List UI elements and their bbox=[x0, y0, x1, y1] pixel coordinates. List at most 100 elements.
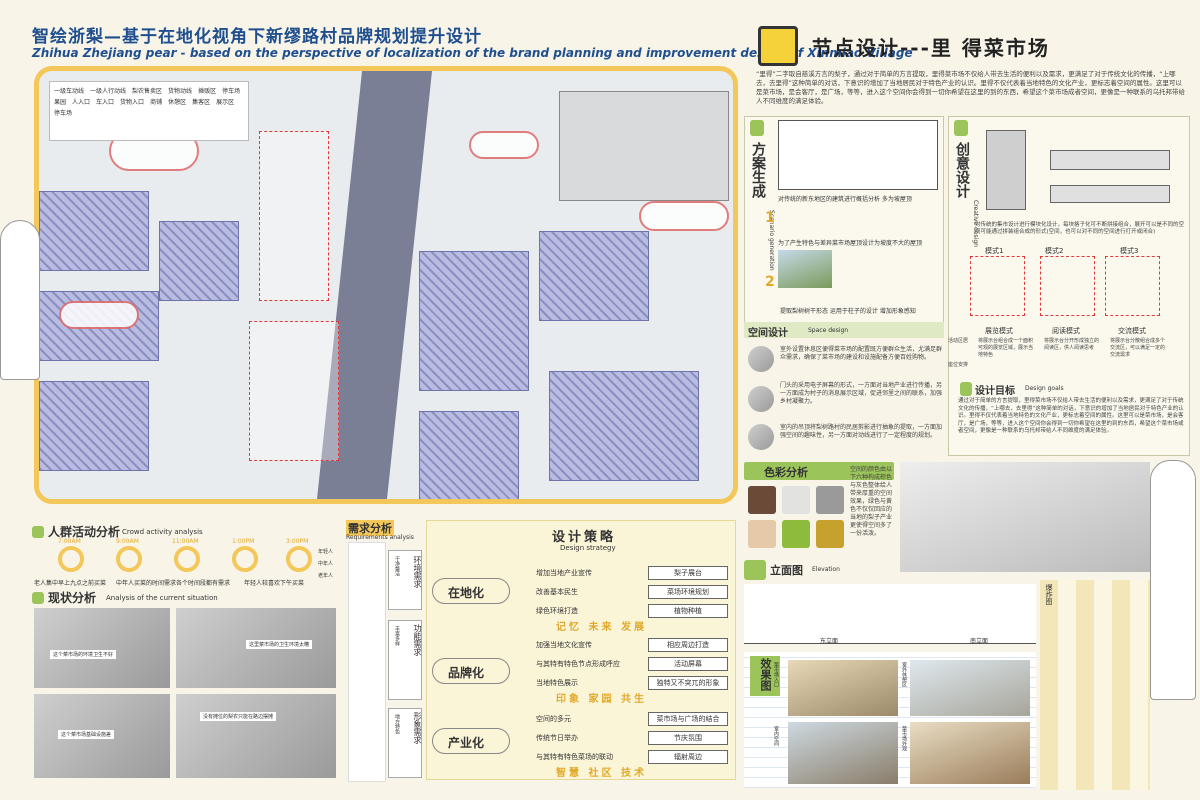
crowd-legend: 年轻人 bbox=[318, 549, 334, 555]
module-label: 模式3 bbox=[1120, 247, 1139, 255]
time-ring bbox=[58, 546, 84, 572]
roof-section-drawing bbox=[778, 120, 938, 190]
strategy-result: 独特又不突兀的形象 bbox=[648, 676, 728, 690]
crowd-en: Crowd activity analysis bbox=[122, 528, 203, 536]
exploded-view bbox=[1040, 580, 1150, 790]
strategy-item: 加强当地文化宣传 bbox=[536, 641, 592, 649]
module-plan bbox=[986, 130, 1026, 210]
space-photo bbox=[748, 386, 774, 412]
needs-group bbox=[388, 620, 422, 700]
space-photo bbox=[748, 346, 774, 372]
strategy-result: 相应周边打造 bbox=[648, 638, 728, 652]
plot-block bbox=[39, 191, 149, 271]
section-tag bbox=[744, 560, 766, 580]
effect-title: 效果图 bbox=[759, 658, 772, 691]
effect-render bbox=[788, 660, 898, 716]
node-title: 节点设计---里 得菜市场 bbox=[812, 36, 1050, 60]
strategy-section-name: 在地化 bbox=[448, 586, 485, 600]
space-en: Space design bbox=[808, 327, 849, 334]
space-photo bbox=[748, 424, 774, 450]
strategy-result: 活动屏幕 bbox=[648, 657, 728, 671]
status-note: 没有摊位的梨农只能在路边摆摊 bbox=[200, 712, 277, 721]
plot-block bbox=[39, 381, 149, 471]
plot-block bbox=[159, 221, 239, 301]
scheme-step1: 对传统的新东地区的建筑进行概括分析 多为坡屋顶 bbox=[778, 196, 912, 203]
strategy-result: 节庆氛围 bbox=[648, 731, 728, 745]
strategy-en: Design strategy bbox=[560, 544, 616, 552]
creative-note: 对传统的集市设计进行模块化设计，每块格子化可不断拼接组合，展开可以是不同的空间可… bbox=[975, 222, 1185, 235]
poster-subtitle: Zhihua Zhejiang pear - based on the pers… bbox=[32, 46, 913, 60]
effect-render bbox=[910, 660, 1030, 716]
strategy-item: 传统节日举办 bbox=[536, 734, 578, 742]
status-note: 这个菜市场的环境卫生不好 bbox=[50, 650, 117, 659]
legend-item: 人入口 bbox=[72, 99, 91, 106]
legend-item: 果园 bbox=[54, 99, 67, 106]
mode-label: 阅读模式 bbox=[1052, 327, 1080, 335]
legend-item: 货物动线 bbox=[168, 88, 193, 95]
goals-text: 通过对于简单的方言提取，里得菜市场不仅给人带去生活的便利以及需求，更满足了对于传… bbox=[958, 398, 1184, 434]
legend-item: 休憩区 bbox=[168, 99, 187, 106]
time-label: 1:00PM bbox=[232, 538, 255, 545]
needs-title: 需求分析 bbox=[346, 520, 394, 536]
section-tag bbox=[750, 120, 764, 136]
needs-group bbox=[388, 708, 422, 778]
scheme-en: Scenario generation bbox=[768, 210, 775, 271]
module-label: 模式2 bbox=[1045, 247, 1064, 255]
time-ring bbox=[232, 546, 258, 572]
crowd-legend: 老年人 bbox=[318, 573, 334, 579]
poster-title: 智绘浙梨—基于在地化视角下新缪路村品牌规划提升设计 bbox=[32, 27, 482, 47]
strategy-result: 菜场环境规划 bbox=[648, 585, 728, 599]
module-diagram bbox=[970, 256, 1025, 316]
plot-block bbox=[419, 251, 529, 391]
legend-item: 停车场 bbox=[222, 88, 241, 95]
mode-desc: 将展示台分散组合成多个交流区，可以满足一定的交流需求 bbox=[1110, 338, 1166, 358]
scheme-step3: 提取梨树树干形态 运用于柱子的设计 增加形象感知 bbox=[780, 308, 916, 315]
elevation-title: 立面图 bbox=[770, 564, 803, 577]
section-tag bbox=[954, 120, 968, 136]
needs-group-label: 功能需求 bbox=[413, 624, 422, 656]
scheme-title: 方案生成 bbox=[750, 142, 766, 198]
creative-legend: 活动区居 bbox=[948, 338, 969, 344]
strategy-result: 植物种植 bbox=[648, 604, 728, 618]
legend-item: 一级人行动线 bbox=[90, 88, 127, 95]
needs-sub: 丰富多样 bbox=[394, 626, 400, 646]
elevation-label: 东立面 bbox=[820, 638, 839, 645]
strategy-section-name: 产业化 bbox=[448, 736, 485, 750]
legend-item: 货物入口 bbox=[120, 99, 145, 106]
strategy-keywords: 智慧 社区 技术 bbox=[556, 768, 647, 779]
strategy-item: 与其特有特色菜场的联动 bbox=[536, 753, 613, 761]
color-swatch bbox=[748, 520, 776, 548]
effect-caption: 菜市场外观 bbox=[901, 726, 907, 751]
crowd-title: 人群活动分析 bbox=[48, 525, 121, 539]
strategy-title: 设计策略 bbox=[552, 530, 617, 545]
legend-item: 车入口 bbox=[96, 99, 115, 106]
map-legend: 一级车动线 一级人行动线 梨农售卖区 货物动线 摊贩区 停车场 果园 人入口 车… bbox=[49, 81, 249, 141]
color-swatch bbox=[816, 486, 844, 514]
module-elevation bbox=[1050, 150, 1170, 170]
time-ring bbox=[286, 546, 312, 572]
section-tag bbox=[750, 656, 780, 696]
node-intro: “里得”二字取自慈溪方言的梨子，通过对于简单的方言提取，里得菜市场不仅给人带去生… bbox=[756, 70, 1185, 105]
parking-area bbox=[559, 91, 729, 201]
status-en: Analysis of the current situation bbox=[106, 594, 218, 602]
mode-label: 交流模式 bbox=[1118, 327, 1146, 335]
space-item: 门头的采用电子屏幕的形式，一方面对当地产业进行传播，另一方面成为村子的消息展示区… bbox=[780, 382, 943, 405]
aerial-render bbox=[900, 462, 1150, 572]
crowd-caption: 中年人买菜的时间需求各个时间段都有需求 bbox=[116, 580, 231, 587]
legend-item: 梨农售卖区 bbox=[132, 88, 163, 95]
legend-item: 展示区 bbox=[216, 99, 235, 106]
strategy-pill-outline bbox=[432, 728, 510, 754]
person-sketch bbox=[0, 220, 40, 380]
needs-en: Requirements analysis bbox=[346, 534, 414, 541]
strategy-item: 增加当地产业宣传 bbox=[536, 569, 592, 577]
section-tag bbox=[960, 382, 972, 396]
crowd-legend: 中年人 bbox=[318, 561, 334, 567]
time-label: 7:00AM bbox=[58, 538, 81, 545]
creative-legend: 座位安排 bbox=[948, 362, 969, 368]
needs-sub: 地方特色 bbox=[394, 714, 400, 734]
strategy-keywords: 记忆 未来 发展 bbox=[556, 622, 647, 633]
time-label: 3:00PM bbox=[286, 538, 309, 545]
needs-group-label: 环境需求 bbox=[413, 556, 422, 588]
basket-icon bbox=[758, 26, 798, 66]
